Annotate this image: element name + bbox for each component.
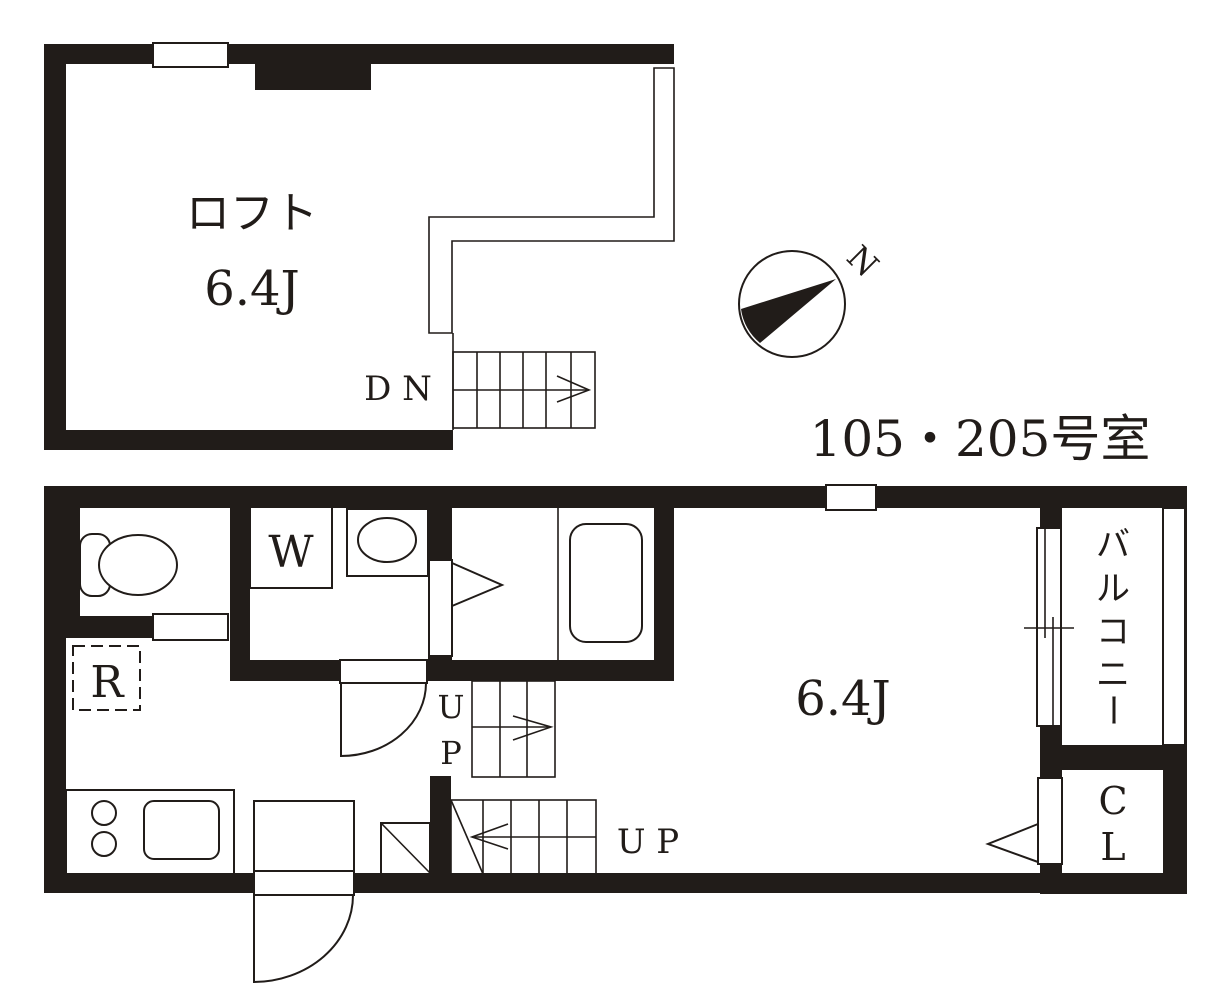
stair-arrow-icon (469, 823, 509, 850)
loft-size-label: 6.4J (204, 261, 300, 317)
balcony-railing (1162, 507, 1186, 746)
stair-wall (430, 776, 451, 888)
washroom-door-swing (340, 682, 427, 758)
toilet-door (152, 613, 229, 641)
loft-window (152, 42, 229, 68)
loft-stair-label: D N (364, 369, 432, 409)
compass-north-label: N (839, 238, 886, 285)
stove-burner-icon (91, 831, 117, 857)
kitchen-sink-icon (143, 800, 220, 860)
bath-door (428, 559, 453, 657)
bathtub-icon (569, 523, 643, 643)
fridge-space (72, 645, 141, 711)
window-top (825, 484, 877, 511)
loft-handrail (428, 67, 675, 334)
balcony-wall-bottom (1040, 745, 1186, 770)
bath-wall-bottom (452, 660, 674, 681)
loft-plan: ロフト 6.4J D N (44, 42, 675, 450)
closet-door-arrow-icon (985, 823, 1039, 863)
wall-top (44, 486, 1186, 508)
stair-up-label-u: U (438, 688, 465, 726)
entrance-door (253, 870, 355, 896)
toilet-wall-left (44, 486, 80, 616)
loft-wall-bottom (44, 430, 453, 450)
fridge-label: R (90, 657, 125, 708)
stairs-lower (450, 799, 597, 875)
loft-wall-left (44, 44, 66, 450)
bath-wall-right (654, 486, 674, 681)
stair-up-label-p: P (440, 734, 462, 772)
sink-icon (357, 517, 417, 563)
loft-wall-top (44, 44, 674, 64)
wall-bottom-left (44, 873, 254, 893)
washer-space (249, 506, 333, 589)
stove-burner-icon (91, 800, 117, 826)
compass-icon: N (738, 238, 886, 358)
entrance-door-swing (253, 894, 354, 984)
stair-up-label: U P (617, 822, 679, 862)
toilet-wall-right (230, 486, 250, 680)
shoe-box (253, 800, 355, 872)
svg-text:バ: バ (1096, 525, 1130, 565)
closet-label-c: C (1098, 779, 1127, 823)
living-room-size-label: 6.4J (795, 671, 891, 727)
svg-text:ニ: ニ (1096, 655, 1130, 695)
closet-label-l: L (1100, 825, 1125, 869)
unit-title: 105・205号室 (810, 410, 1151, 468)
balcony-sliding-door (1036, 527, 1062, 727)
svg-text:ー: ー (1092, 693, 1132, 727)
bath-door-arrow-icon (451, 562, 505, 607)
svg-text:コ: コ (1096, 612, 1130, 652)
closet-door (1037, 777, 1063, 865)
washroom-door (339, 659, 428, 684)
loft-name-label: ロフト (186, 188, 318, 239)
closet-wall-bottom (1040, 873, 1187, 894)
washer-label: W (268, 527, 314, 578)
balcony-label: バ ル コ ニ ー (1092, 525, 1132, 727)
main-floor-plan: W R (44, 484, 1187, 984)
stair-arrow-icon (556, 375, 592, 403)
stair-arrow-icon (512, 715, 554, 741)
wall-bottom-right (354, 873, 1064, 893)
stairs-upper (471, 680, 556, 778)
svg-text:ル: ル (1096, 569, 1130, 609)
toilet-icon (79, 533, 178, 597)
loft-stairs (452, 351, 596, 429)
loft-beam (255, 64, 371, 90)
